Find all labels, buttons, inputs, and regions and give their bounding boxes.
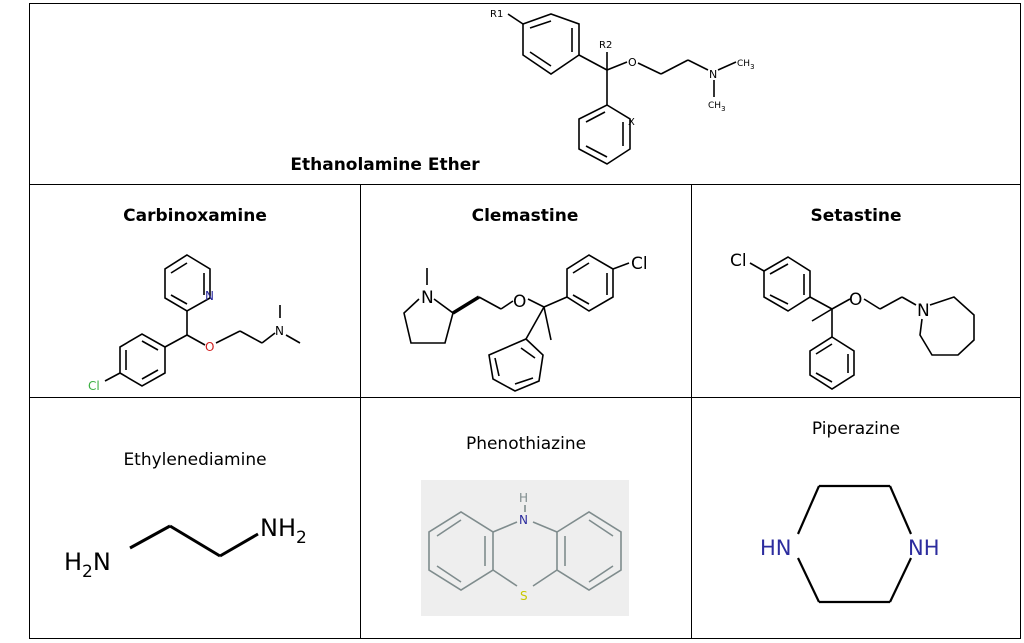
header-title: Ethanolamine Ether xyxy=(290,155,480,175)
setastine-structure: Cl O N xyxy=(730,251,975,390)
col-divider-1 xyxy=(360,184,361,639)
setastine-n: N xyxy=(917,301,930,321)
piperazine-title: Piperazine xyxy=(811,419,901,439)
phenothiazine-h: H xyxy=(519,491,528,505)
phenothiazine-s: S xyxy=(520,589,528,603)
setastine-cl: Cl xyxy=(730,251,747,271)
n-label: N xyxy=(709,68,717,81)
ethylenediamine-h2n: H2N xyxy=(64,548,111,582)
row-divider-2 xyxy=(29,397,1021,398)
carbinoxamine-ring-n: N xyxy=(205,289,214,303)
piperazine-nh: NH xyxy=(908,536,940,560)
ethylenediamine-nh2: NH2 xyxy=(260,514,307,548)
col-divider-2 xyxy=(691,184,692,639)
ethylenediamine-title: Ethylenediamine xyxy=(123,450,267,470)
ethylenediamine-structure: H2N NH2 xyxy=(64,514,307,582)
r2-label: R2 xyxy=(599,40,612,51)
carbinoxamine-cl: Cl xyxy=(88,379,100,393)
phenothiazine-structure: H N S xyxy=(428,491,622,603)
piperazine-structure: HN NH xyxy=(760,484,940,604)
setastine-o: O xyxy=(849,290,862,310)
o-label: O xyxy=(628,56,637,69)
piperazine-hn: HN xyxy=(760,536,792,560)
ethanolamine-ether-structure: R1 R2 O N CH3 CH3 X xyxy=(490,9,755,165)
phenothiazine-title: Phenothiazine xyxy=(465,434,587,454)
clemastine-title: Clemastine xyxy=(471,206,579,226)
phenothiazine-background xyxy=(421,480,629,616)
x-label: X xyxy=(628,117,635,128)
carbinoxamine-o: O xyxy=(205,340,214,354)
structure-table xyxy=(29,3,1021,639)
phenothiazine-n: N xyxy=(519,513,528,527)
clemastine-o: O xyxy=(513,292,526,312)
ch3-top: CH3 xyxy=(737,59,755,71)
setastine-title: Setastine xyxy=(810,206,902,226)
row-divider-1 xyxy=(29,184,1021,185)
r1-label: R1 xyxy=(490,9,503,20)
ch3-bottom: CH3 xyxy=(708,101,726,113)
clemastine-structure: N O Cl xyxy=(403,254,648,392)
clemastine-n: N xyxy=(421,288,434,308)
carbinoxamine-structure: N O N Cl xyxy=(88,254,301,393)
carbinoxamine-n: N xyxy=(275,324,284,338)
clemastine-cl: Cl xyxy=(631,254,648,274)
carbinoxamine-title: Carbinoxamine xyxy=(123,206,267,226)
